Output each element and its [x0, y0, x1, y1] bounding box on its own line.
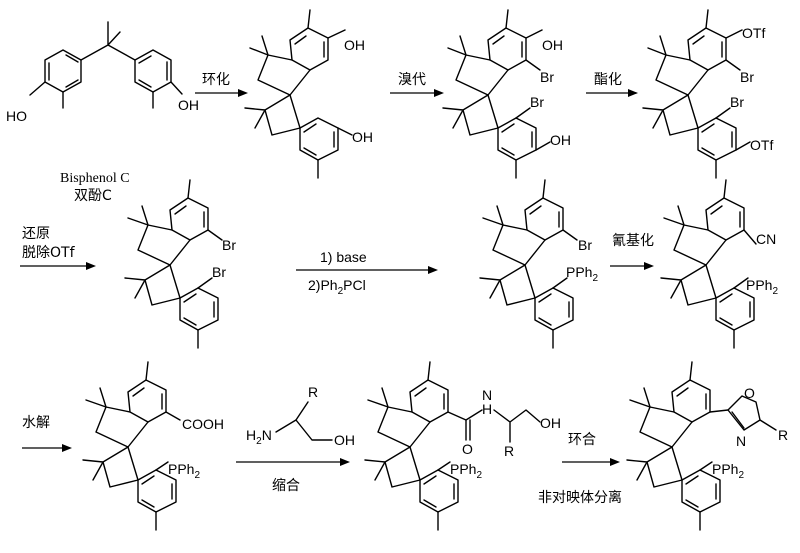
- otf-label: OTf: [742, 25, 765, 41]
- pph2-subscript: 2: [476, 470, 482, 481]
- br-label: Br: [212, 264, 226, 280]
- pph2-label: PPh2: [168, 461, 200, 481]
- reaction-arrow-7: [22, 444, 72, 452]
- r-label: R: [778, 427, 788, 443]
- step-cyclization-label: 环合: [568, 432, 596, 448]
- step-esterification-label: 酯化: [594, 72, 622, 88]
- br-label: Br: [222, 237, 236, 253]
- dibromo-diol-structure: [442, 9, 551, 179]
- nh-h-label: H: [482, 401, 492, 417]
- oxazoline-phosphine-ligand-structure: [626, 361, 777, 531]
- step-cyclization-label: 环化: [202, 72, 230, 88]
- cn-label: CN: [756, 231, 776, 247]
- oxazoline-o-label: O: [744, 385, 755, 401]
- o-label: O: [462, 441, 473, 457]
- pph2-text: PPh: [450, 461, 476, 477]
- ho-label: HO: [6, 108, 27, 124]
- oh-label: OH: [178, 97, 199, 113]
- step-bromination-label: 溴代: [398, 72, 426, 88]
- ph2pcl-prefix: 2)Ph: [308, 277, 338, 293]
- pph2-label: PPh2: [566, 264, 598, 284]
- step-ph2pcl-label: 2)Ph2PCl: [308, 277, 366, 297]
- pph2-label: PPh2: [746, 277, 778, 297]
- bisphenol-c-structure: [29, 21, 183, 109]
- bromo-phosphine-structure: [479, 179, 578, 349]
- br-label: Br: [740, 69, 754, 85]
- dibromo-spiro-structure: [124, 179, 223, 349]
- dibromo-bistriflate-structure: [642, 9, 751, 179]
- cooh-label: COOH: [182, 416, 224, 432]
- br-label: Br: [578, 237, 592, 253]
- r-label: R: [504, 443, 514, 459]
- br-label: Br: [540, 69, 554, 85]
- amide-phosphine-structure: [364, 361, 541, 531]
- oxazoline-n-label: N: [736, 433, 746, 449]
- pph2-label: PPh2: [712, 461, 744, 481]
- reaction-arrow-6: [610, 262, 654, 270]
- oh-label: OH: [352, 129, 373, 145]
- oh-label: OH: [550, 132, 571, 148]
- cn-c: C: [756, 231, 766, 247]
- reaction-arrow-5: [296, 266, 438, 274]
- h2n-subscript: 2: [256, 436, 262, 447]
- step-hydrolysis-label: 水解: [22, 415, 50, 431]
- ph2pcl-suffix: PCl: [343, 277, 366, 293]
- bisphenol-c-caption-zh: 双酚C: [74, 188, 112, 204]
- pph2-subscript: 2: [738, 470, 744, 481]
- pph2-text: PPh: [566, 264, 592, 280]
- reaction-arrow-2: [390, 89, 444, 97]
- pph2-text: PPh: [746, 277, 772, 293]
- h2n-label: H2N: [246, 427, 272, 447]
- cyano-phosphine-structure: [660, 179, 757, 349]
- reaction-arrow-3: [586, 89, 638, 97]
- step-base-label: 1) base: [320, 249, 367, 265]
- br-label: Br: [730, 94, 744, 110]
- step-condensation-label: 缩合: [272, 478, 300, 494]
- nh-n-label: N: [482, 387, 492, 403]
- reaction-arrow-1: [195, 89, 248, 97]
- oh-label: OH: [540, 415, 561, 431]
- pph2-subscript: 2: [772, 286, 778, 297]
- step-cyanation-label: 氰基化: [612, 232, 654, 249]
- pph2-subscript: 2: [194, 470, 200, 481]
- bisphenol-c-caption: Bisphenol C: [60, 171, 130, 186]
- cn-n: N: [766, 231, 776, 247]
- reaction-arrow-8: [236, 458, 350, 466]
- pph2-text: PPh: [168, 461, 194, 477]
- reaction-arrow-9: [562, 458, 620, 466]
- oh-label: OH: [334, 432, 355, 448]
- otf-label: OTf: [750, 137, 773, 153]
- oh-label: OH: [542, 37, 563, 53]
- carboxylic-acid-phosphine-structure: [82, 361, 181, 531]
- h2n-h: H: [246, 427, 256, 443]
- step-otf-removal-label: 脱除OTf: [22, 245, 76, 261]
- br-label: Br: [530, 94, 544, 110]
- pph2-subscript: 2: [592, 273, 598, 284]
- step-reduction-label: 还原: [22, 226, 50, 242]
- step-diastereomer-separation-label: 非对映体分离: [538, 489, 622, 506]
- oh-label: OH: [344, 37, 365, 53]
- spiro-diol-structure: [244, 9, 353, 179]
- amino-alcohol-structure: [275, 401, 333, 441]
- ph2pcl-subscript: 2: [338, 286, 344, 297]
- r-label: R: [308, 384, 318, 400]
- reaction-arrow-4: [20, 262, 96, 270]
- pph2-text: PPh: [712, 461, 738, 477]
- pph2-label: PPh2: [450, 461, 482, 481]
- h2n-n: N: [262, 427, 272, 443]
